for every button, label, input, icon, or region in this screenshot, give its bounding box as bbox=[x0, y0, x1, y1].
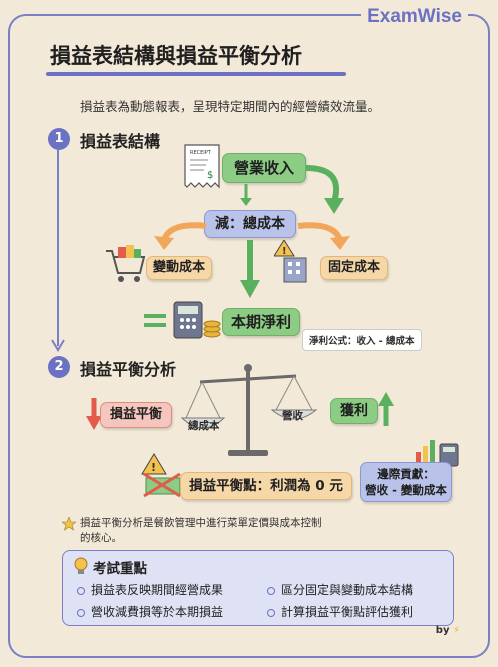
big-arrow-down bbox=[240, 240, 260, 298]
building-warning-icon: ! bbox=[274, 240, 307, 283]
key-point-item: 區分固定與變動成本結構 bbox=[267, 581, 413, 598]
chart-calculator-icon bbox=[416, 440, 459, 467]
page-frame bbox=[8, 14, 490, 658]
calculator-coins-icon bbox=[173, 301, 221, 339]
svg-text:!: ! bbox=[151, 461, 156, 474]
brand-logo: ExamWise bbox=[361, 6, 468, 28]
section-2-title: 損益平衡分析 bbox=[80, 360, 177, 379]
equals-icon bbox=[144, 314, 166, 327]
receipt-label: RECEIPT bbox=[190, 150, 212, 156]
footnote-line-2: 的核心。 bbox=[80, 532, 122, 544]
breakeven-box: 損益平衡點：利潤為 0 元 bbox=[180, 472, 352, 500]
total-cost-box: 減：總成本 bbox=[204, 210, 296, 238]
shopping-cart-icon bbox=[106, 245, 146, 282]
key-point-item: 營收減費損等於本期損益 bbox=[77, 603, 223, 620]
scale-left-label: 總成本 bbox=[188, 420, 220, 432]
formula-note: 淨利公式：收入 - 總成本 bbox=[302, 329, 422, 351]
red-down-arrow bbox=[86, 398, 102, 430]
byline: by ⚡ bbox=[435, 625, 460, 636]
green-up-arrow bbox=[378, 392, 394, 426]
profit-box: 獲利 bbox=[330, 398, 378, 424]
small-arrow-down bbox=[240, 184, 252, 206]
contribution-box: 邊際貢獻： 營收 - 變動成本 bbox=[360, 462, 452, 502]
footnote: 損益平衡分析是餐飲管理中進行菜單定價與成本控制 的核心。 bbox=[80, 516, 322, 546]
page-title: 損益表結構與損益平衡分析 bbox=[50, 44, 302, 68]
key-points-title: 考試重點 bbox=[93, 561, 147, 577]
key-point-item: 計算損益平衡點評估獲利 bbox=[267, 603, 413, 620]
timeline-arrow bbox=[51, 150, 65, 352]
title-underline bbox=[46, 72, 346, 76]
orange-arrow-right bbox=[297, 222, 350, 250]
key-points-panel: 考試重點 損益表反映期間經營成果 區分固定與變動成本結構 營收減費損等於本期損益… bbox=[62, 550, 454, 626]
section-1-title: 損益表結構 bbox=[80, 132, 161, 151]
fixed-cost-box: 固定成本 bbox=[320, 256, 388, 280]
star-icon bbox=[62, 517, 76, 531]
author-logo-icon: ⚡ bbox=[452, 625, 460, 636]
orange-arrow-left bbox=[154, 222, 207, 250]
lightbulb-icon bbox=[74, 557, 88, 574]
breakeven-cash-icon: ! bbox=[141, 453, 181, 498]
balance-scale-icon bbox=[180, 364, 318, 456]
svg-text:$: $ bbox=[207, 170, 213, 181]
curved-arrow-right bbox=[305, 165, 344, 214]
net-income-box: 本期淨利 bbox=[222, 308, 300, 336]
step-2-badge: 2 bbox=[48, 356, 70, 378]
svg-text:!: ! bbox=[282, 246, 287, 257]
scale-right-label: 營收 bbox=[282, 410, 303, 422]
step-1-badge: 1 bbox=[48, 128, 70, 150]
loss-box: 損益平衡 bbox=[100, 402, 172, 428]
key-point-item: 損益表反映期間經營成果 bbox=[77, 581, 223, 598]
intro-text: 損益表為動態報表，呈現特定期間內的經營績效流量。 bbox=[80, 99, 381, 114]
footnote-line-1: 損益平衡分析是餐飲管理中進行菜單定價與成本控制 bbox=[80, 517, 322, 529]
variable-cost-box: 變動成本 bbox=[146, 256, 212, 280]
receipt-icon: RECEIPT $ bbox=[184, 144, 220, 189]
revenue-box: 營業收入 bbox=[222, 153, 306, 183]
